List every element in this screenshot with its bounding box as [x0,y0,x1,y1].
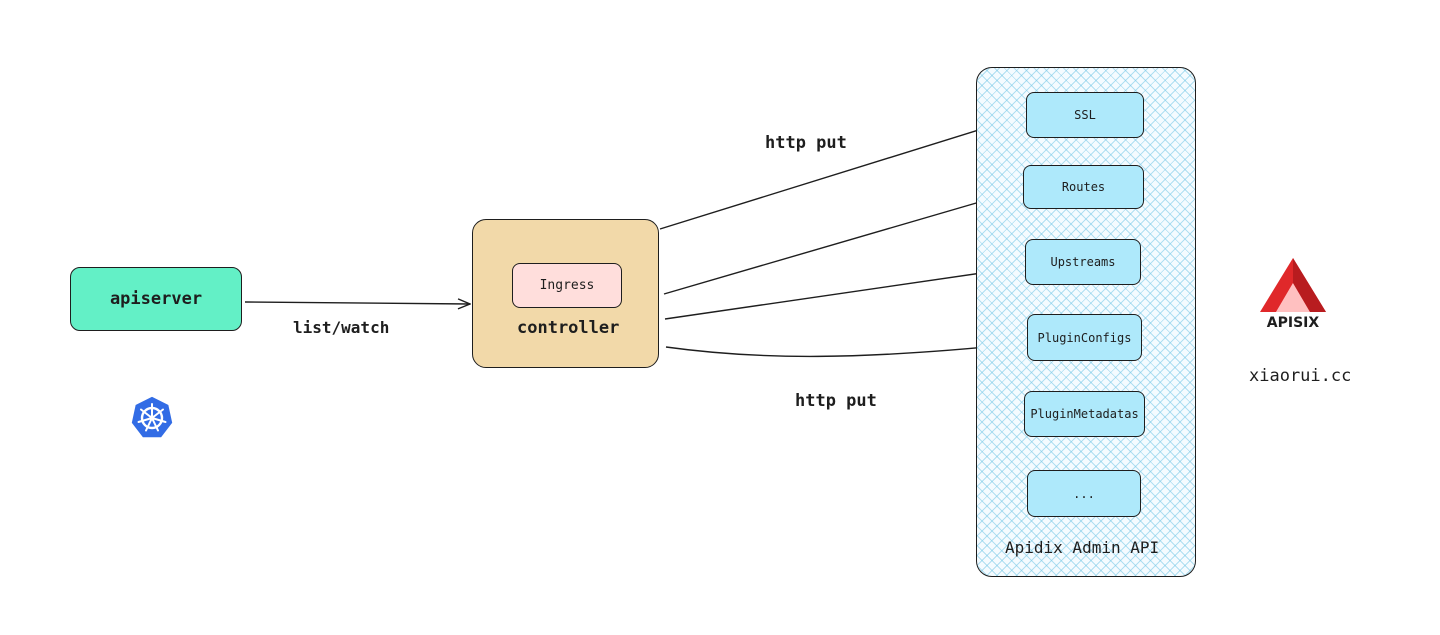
apisix-logo-icon: APISIX [1260,258,1326,331]
resource-pluginmetadatas: PluginMetadatas [1024,391,1145,437]
kubernetes-icon [130,395,174,439]
site-label: xiaorui.cc [1249,366,1352,386]
edge-controller-pluginconfigs [665,344,1018,358]
list-watch-label: list/watch [293,318,390,337]
apiserver-label: apiserver [109,289,203,309]
http-put-label-bottom: http put [795,391,877,411]
ingress-node: Ingress [512,263,622,308]
http-put-label-top: http put [765,133,847,153]
resource-routes: Routes [1023,165,1144,209]
apiserver-node: apiserver [70,267,242,331]
ingress-label: Ingress [539,278,595,293]
admin-api-title: Apidix Admin API [1005,538,1160,557]
controller-label: controller [517,318,620,338]
edge-controller-ssl [659,119,1014,230]
apisix-logo-text: APISIX [1267,315,1320,331]
edge-controller-upstreams [664,268,1016,320]
resource-upstreams: Upstreams [1025,239,1141,285]
resource-ssl: SSL [1026,92,1144,138]
resource-pluginconfigs: PluginConfigs [1027,314,1142,361]
edge-controller-routes [663,192,1014,295]
edge-list-watch [244,302,470,304]
resource-more: ... [1027,470,1141,517]
